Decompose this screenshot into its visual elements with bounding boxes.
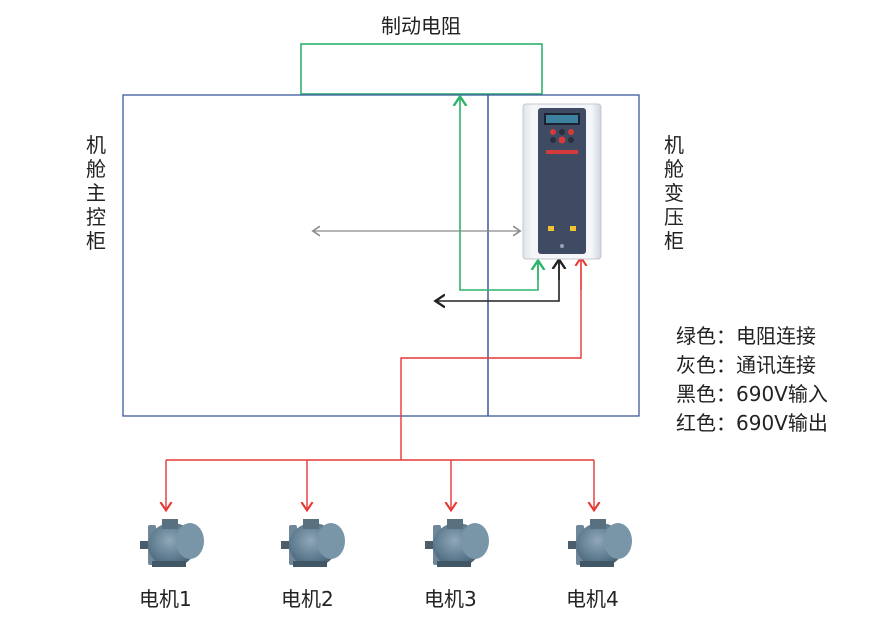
motor2-image	[281, 519, 345, 567]
transformer-cabinet	[487, 94, 640, 417]
output-690v-trunk	[400, 260, 582, 460]
motor4-image	[568, 519, 632, 567]
legend-item-red: 红色：690V输出	[676, 411, 828, 435]
main-control-cabinet-label: 机舱主控柜	[86, 133, 106, 253]
brake-resistor-box	[300, 43, 543, 95]
motor1-label: 电机1	[139, 587, 192, 611]
transformer-cabinet-label: 机舱变压柜	[664, 133, 684, 253]
input-690v-link	[437, 262, 560, 301]
legend-item-gray: 灰色：通讯连接	[676, 353, 816, 377]
color-legend: 绿色：电阻连接 灰色：通讯连接 黑色：690V输入 红色：690V输出	[676, 322, 828, 438]
main-control-cabinet	[122, 94, 489, 417]
inverter-image	[522, 103, 602, 260]
motor3-image	[425, 519, 489, 567]
brake-resistor-label: 制动电阻	[381, 14, 461, 38]
motor1-image	[140, 519, 204, 567]
legend-item-black: 黑色：690V输入	[676, 382, 828, 406]
legend-item-green: 绿色：电阻连接	[676, 324, 816, 348]
motor3-label: 电机3	[424, 587, 477, 611]
motor4-label: 电机4	[566, 587, 619, 611]
motor2-label: 电机2	[281, 587, 334, 611]
